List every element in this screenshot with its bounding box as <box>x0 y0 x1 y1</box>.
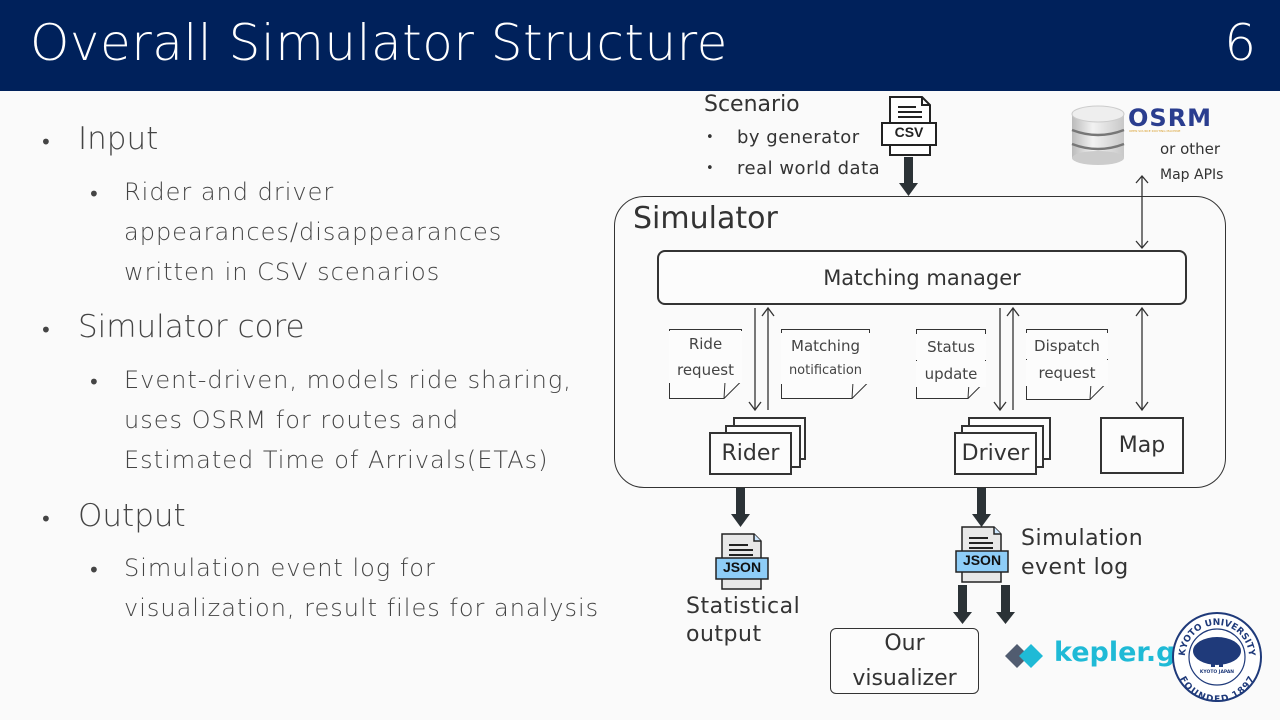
csv-label: CSV <box>894 124 924 140</box>
statistical-output-arrow <box>736 488 745 515</box>
note-text: Dispatch <box>1026 333 1108 359</box>
bullet-dot: • <box>40 507 52 531</box>
note-text: request <box>669 357 742 383</box>
osrm-caption: or other <box>1160 140 1221 158</box>
scenario-item: by generator <box>737 127 860 148</box>
message-note-ride-request: Ride request <box>669 329 742 399</box>
bullet-heading-output: Output <box>78 498 186 534</box>
bullet-text: Rider and driver <box>124 178 335 206</box>
kepler-logo-icon <box>1005 642 1047 670</box>
visualizer-arrow <box>958 585 967 613</box>
kepler-logo-text: kepler.gl <box>1054 637 1185 668</box>
bullet-text: visualization, result files for analysis <box>124 594 600 622</box>
simulator-title: Simulator <box>633 201 778 236</box>
json-label: JSON <box>962 552 1002 568</box>
driver-label: Driver <box>961 441 1030 466</box>
simulator-container <box>614 196 1226 488</box>
json-label: JSON <box>722 559 762 575</box>
csv-file-icon: CSV <box>880 95 938 157</box>
bullet-heading-input: Input <box>78 121 159 157</box>
message-note-dispatch-request: Dispatch request <box>1026 329 1108 400</box>
note-text: notification <box>781 358 870 384</box>
driver-box: Driver <box>954 432 1037 475</box>
event-log-label: event log <box>1021 555 1129 580</box>
database-icon <box>1070 104 1126 166</box>
slide-title: Overall Simulator Structure <box>30 14 728 72</box>
message-note-status-update: Status update <box>916 329 986 399</box>
bullet-text: uses OSRM for routes and <box>124 406 460 434</box>
bullet-text: Event-driven, models ride sharing, <box>124 366 572 394</box>
kepler-arrow <box>1001 585 1010 613</box>
bullet-dot: • <box>40 130 52 154</box>
note-text: request <box>1026 360 1108 386</box>
osrm-logo-subtext: OPEN SOURCE ROUTING MACHINE <box>1129 129 1181 133</box>
map-box: Map <box>1100 417 1184 474</box>
bullet-dot: • <box>88 182 100 206</box>
bullet-heading-core: Simulator core <box>78 309 305 345</box>
csv-input-arrow <box>904 157 913 184</box>
json-file-icon: JSON <box>715 533 769 591</box>
bullet-dot: • <box>706 130 714 145</box>
visualizer-label: visualizer <box>852 666 957 691</box>
osrm-logo: OSRM <box>1128 104 1213 132</box>
note-text: Status <box>916 334 986 360</box>
note-text: Ride <box>669 331 742 357</box>
json-file-icon: JSON <box>955 526 1009 584</box>
slide-header: Overall Simulator Structure 6 <box>0 0 1280 91</box>
bullet-text: written in CSV scenarios <box>124 258 441 286</box>
bullet-text: appearances/disappearances <box>124 218 503 246</box>
visualizer-box: Our visualizer <box>830 628 979 694</box>
statistical-output-label: output <box>686 622 762 647</box>
rider-box: Rider <box>709 432 792 475</box>
bullet-text: Estimated Time of Arrivals(ETAs) <box>124 446 549 474</box>
rider-stack: Rider <box>709 417 807 475</box>
bullet-text: Simulation event log for <box>124 554 436 582</box>
kyoto-university-seal-icon: KYOTO UNIVERSITY FOUNDED 1897 KYOTO JAPA… <box>1171 611 1263 705</box>
matching-manager-box: Matching manager <box>657 250 1187 305</box>
bullet-dot: • <box>706 161 714 176</box>
rider-label: Rider <box>721 441 780 466</box>
bullet-dot: • <box>88 558 100 582</box>
event-log-label: Simulation <box>1021 526 1144 551</box>
scenario-title: Scenario <box>704 92 800 117</box>
matching-manager-label: Matching manager <box>823 265 1021 290</box>
page-number: 6 <box>1224 14 1256 72</box>
message-note-matching-notification: Matching notification <box>781 329 870 399</box>
svg-text:KYOTO JAPAN: KYOTO JAPAN <box>1200 669 1234 675</box>
bullet-dot: • <box>40 318 52 342</box>
note-text: update <box>916 361 986 387</box>
statistical-output-label: Statistical <box>686 594 801 619</box>
visualizer-label: Our <box>884 631 925 656</box>
driver-stack: Driver <box>954 417 1052 475</box>
note-text: Matching <box>781 333 870 359</box>
osrm-caption: Map APIs <box>1160 167 1224 183</box>
scenario-item: real world data <box>737 158 881 179</box>
bullet-dot: • <box>88 370 100 394</box>
map-label: Map <box>1118 433 1166 458</box>
event-log-arrow <box>977 488 986 515</box>
